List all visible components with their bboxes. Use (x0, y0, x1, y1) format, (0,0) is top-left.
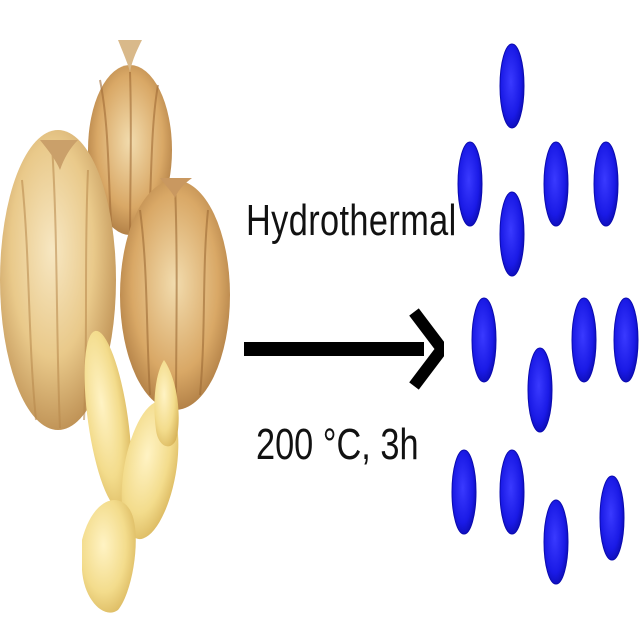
condition-method-label: Hydrothermal (246, 196, 457, 245)
carbon-dots-product (451, 43, 639, 585)
reaction-arrow (244, 308, 444, 390)
garlic-image (0, 40, 230, 613)
carbon-dot (613, 297, 639, 383)
carbon-dot (527, 347, 553, 433)
carbon-dot (499, 43, 525, 129)
carbon-dot (543, 141, 569, 227)
carbon-dot (593, 141, 619, 227)
condition-params-label: 200 °C, 3h (256, 420, 419, 469)
carbon-dot (499, 191, 525, 277)
carbon-dot (471, 297, 497, 383)
carbon-dot (571, 297, 597, 383)
carbon-dot (499, 449, 525, 535)
carbon-dot (543, 499, 569, 585)
garlic-bulb-right (120, 178, 230, 410)
carbon-dot (457, 141, 483, 227)
carbon-dot (451, 449, 477, 535)
carbon-dot (599, 475, 625, 561)
garlic-cloves (82, 330, 179, 613)
